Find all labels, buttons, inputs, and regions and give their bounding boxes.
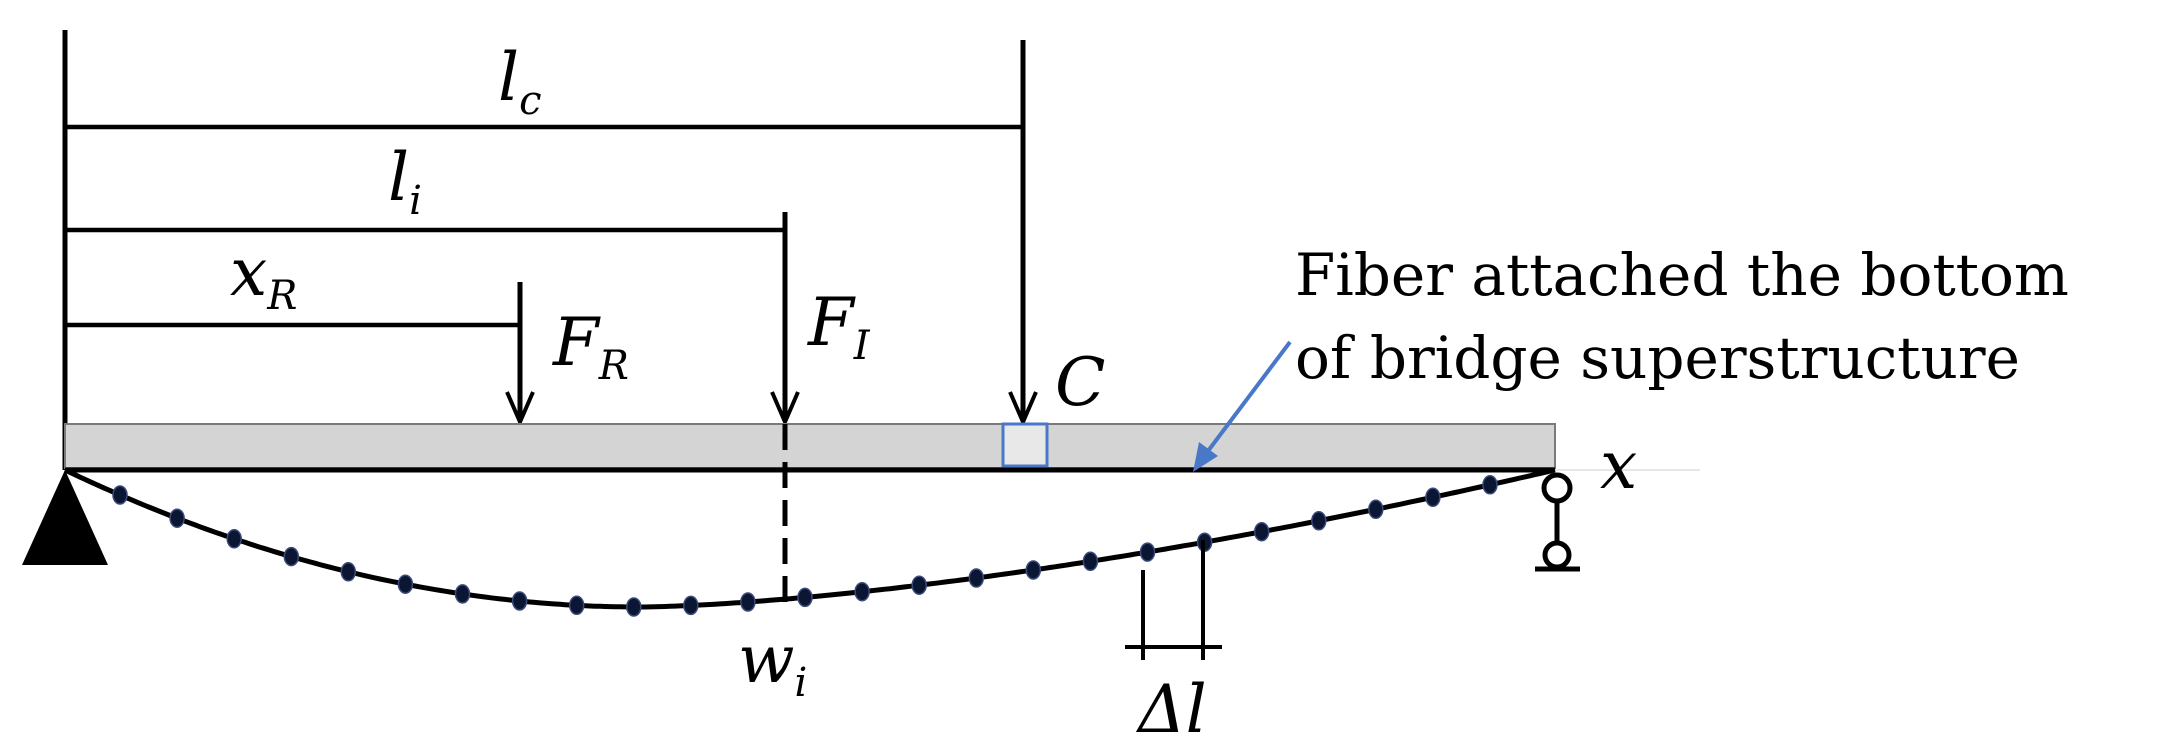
fiber-sensor-point [1482,475,1498,495]
fiber-sensor-point [797,587,813,608]
fiber-sensor-point [854,581,870,602]
label-lc: lc [498,39,542,124]
fiber-sensor-point [911,575,927,595]
fiber-sensor-point [1425,487,1441,508]
fiber-sensor-point [1025,560,1042,580]
force-arrow-fr-head [505,391,535,428]
roller-bottom-circle [1542,540,1572,570]
force-arrow-c-head [1008,391,1038,428]
label-xr-subscript: R [266,273,297,319]
fiber-sensor-point [626,597,642,617]
label-lc-subscript: c [519,78,541,124]
annotation-line-1: Fiber attached the bottom [1295,241,2069,309]
fiber-sensor-point [968,568,985,588]
fiber-sensor-point [568,595,585,616]
fiber-deflection-curve [63,467,1556,610]
fiber-sensor-point [1368,499,1384,520]
label-fi: FI [807,284,871,369]
roller-support [1535,472,1580,572]
roller-top-circle [1541,472,1573,504]
label-wi-subscript: i [795,660,808,706]
fiber-curve-group [63,467,1556,617]
fiber-sensor-point [1311,511,1327,531]
annotation-arrow-head [1193,442,1218,472]
force-arrow-fi-head [770,391,800,428]
label-fr: FR [552,304,629,389]
fiber-sensor-point [1253,521,1270,542]
fiber-sensor-point [340,562,357,582]
fiber-sensor-point [397,574,414,594]
delta-l-dimension [1125,540,1222,660]
fiber-sensor-point [511,591,528,611]
fiber-sensor-point [283,546,300,567]
label-li-subscript: i [409,178,422,224]
label-fr-subscript: R [598,343,629,389]
fiber-sensor-point [169,508,185,528]
label-li: li [388,139,422,224]
label-wi: wi [738,621,807,706]
fiber-sensor-point [683,595,699,616]
label-xr: xR [230,234,297,319]
label-x-axis: x [1600,427,1637,504]
label-fi-subscript: I [853,323,871,369]
label-delta-l: Δl [1135,671,1207,748]
fiber-sensor-point [226,529,242,549]
annotation-arrow-shaft [1203,340,1292,457]
fiber-sensor-point [1139,542,1156,562]
annotation-line-2: of bridge superstructure [1295,324,2020,392]
fiber-sensor-point [454,584,471,604]
fiber-sensor-point [112,485,128,505]
sensor-box-c [1001,422,1049,468]
bridge-beam [64,423,1556,469]
pin-support-triangle [22,470,108,565]
label-c: C [1055,344,1106,421]
fiber-sensor-point [740,592,756,612]
fiber-sensor-point [1082,551,1099,572]
